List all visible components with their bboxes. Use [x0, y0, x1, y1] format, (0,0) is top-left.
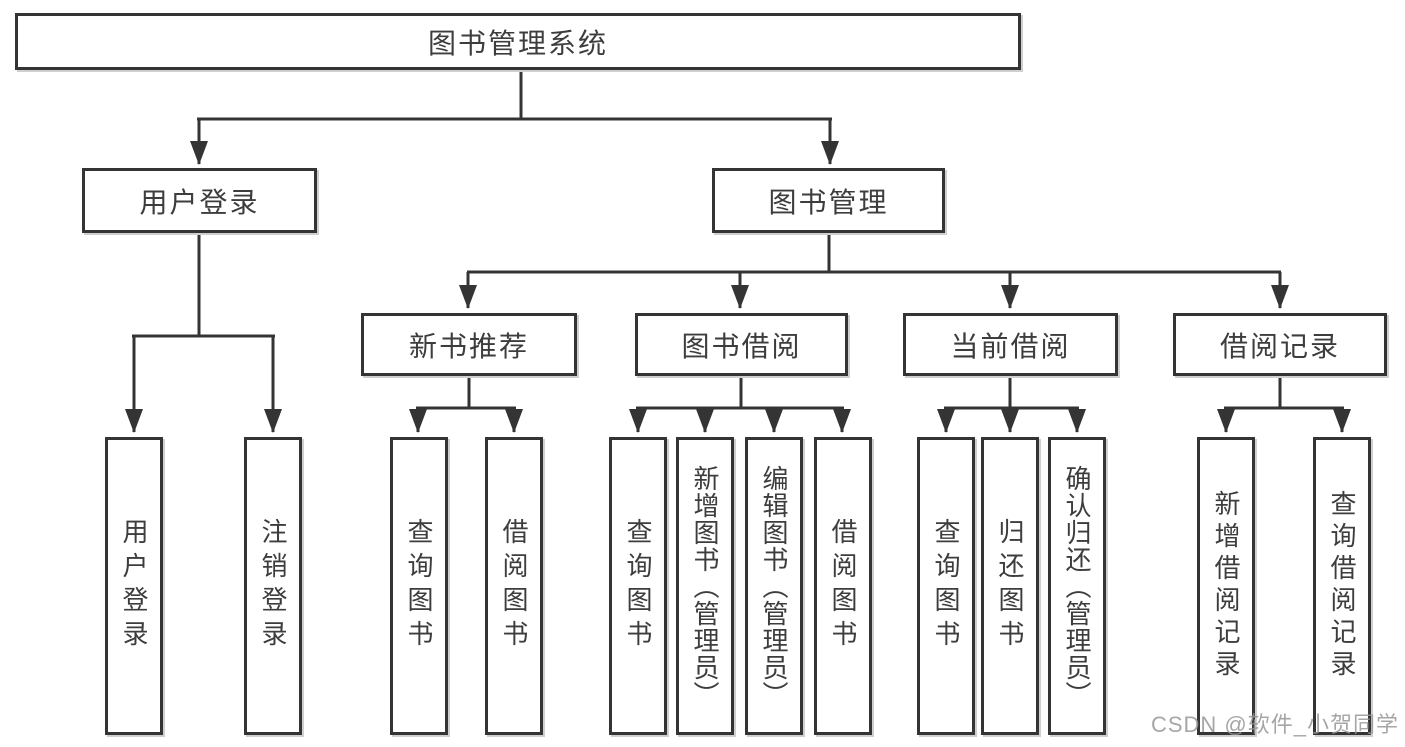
leaf-records-query-record: 查询借阅记录: [1313, 437, 1371, 735]
leaf-borrow-borrow-books: 借阅图书: [814, 437, 872, 735]
node-current-borrow-label: 当前借阅: [950, 330, 1071, 362]
edges-book-borrow: [629, 374, 851, 433]
node-borrow-records-label: 借阅记录: [1219, 330, 1340, 362]
leaf-borrow-query-books: 查询图书: [609, 437, 667, 735]
leaf-login-logout: 注销登录: [244, 437, 302, 735]
edges-new-books: [409, 374, 523, 433]
leaf-newbooks-borrow-books: 借阅图书: [485, 437, 543, 735]
node-user-login-label: 用户登录: [139, 186, 260, 218]
node-new-books-label: 新书推荐: [408, 330, 529, 362]
leaf-current-query-books: 查询图书: [917, 437, 975, 735]
edges-current-borrow: [937, 374, 1086, 433]
node-root-label: 图书管理系统: [427, 27, 608, 59]
leaf-login-user-login: 用户登录: [105, 437, 163, 735]
edges-login: [125, 231, 282, 433]
edges-root: [190, 68, 839, 165]
leaf-borrow-add-books-admin: 新增图书（管理员）: [676, 437, 734, 735]
node-user-login: 用户登录: [82, 168, 317, 233]
node-current-borrow: 当前借阅: [903, 313, 1118, 376]
node-root: 图书管理系统: [15, 13, 1021, 70]
watermark: CSDN @软件_小贺同学: [1150, 712, 1399, 737]
leaf-records-add-record: 新增借阅记录: [1197, 437, 1255, 735]
leaf-current-return-books: 归还图书: [981, 437, 1039, 735]
node-book-manage-label: 图书管理: [768, 186, 889, 218]
edges-borrow-records: [1217, 374, 1351, 433]
leaf-current-confirm-return-admin: 确认归还（管理员）: [1048, 437, 1106, 735]
leaf-newbooks-query-books: 查询图书: [390, 437, 448, 735]
node-book-borrow: 图书借阅: [635, 313, 848, 376]
leaf-borrow-edit-books-admin: 编辑图书（管理员）: [745, 437, 803, 735]
node-book-manage: 图书管理: [712, 168, 945, 233]
edges-manage: [459, 231, 1289, 309]
node-book-borrow-label: 图书借阅: [681, 330, 802, 362]
node-new-books: 新书推荐: [361, 313, 577, 376]
node-borrow-records: 借阅记录: [1173, 313, 1387, 376]
